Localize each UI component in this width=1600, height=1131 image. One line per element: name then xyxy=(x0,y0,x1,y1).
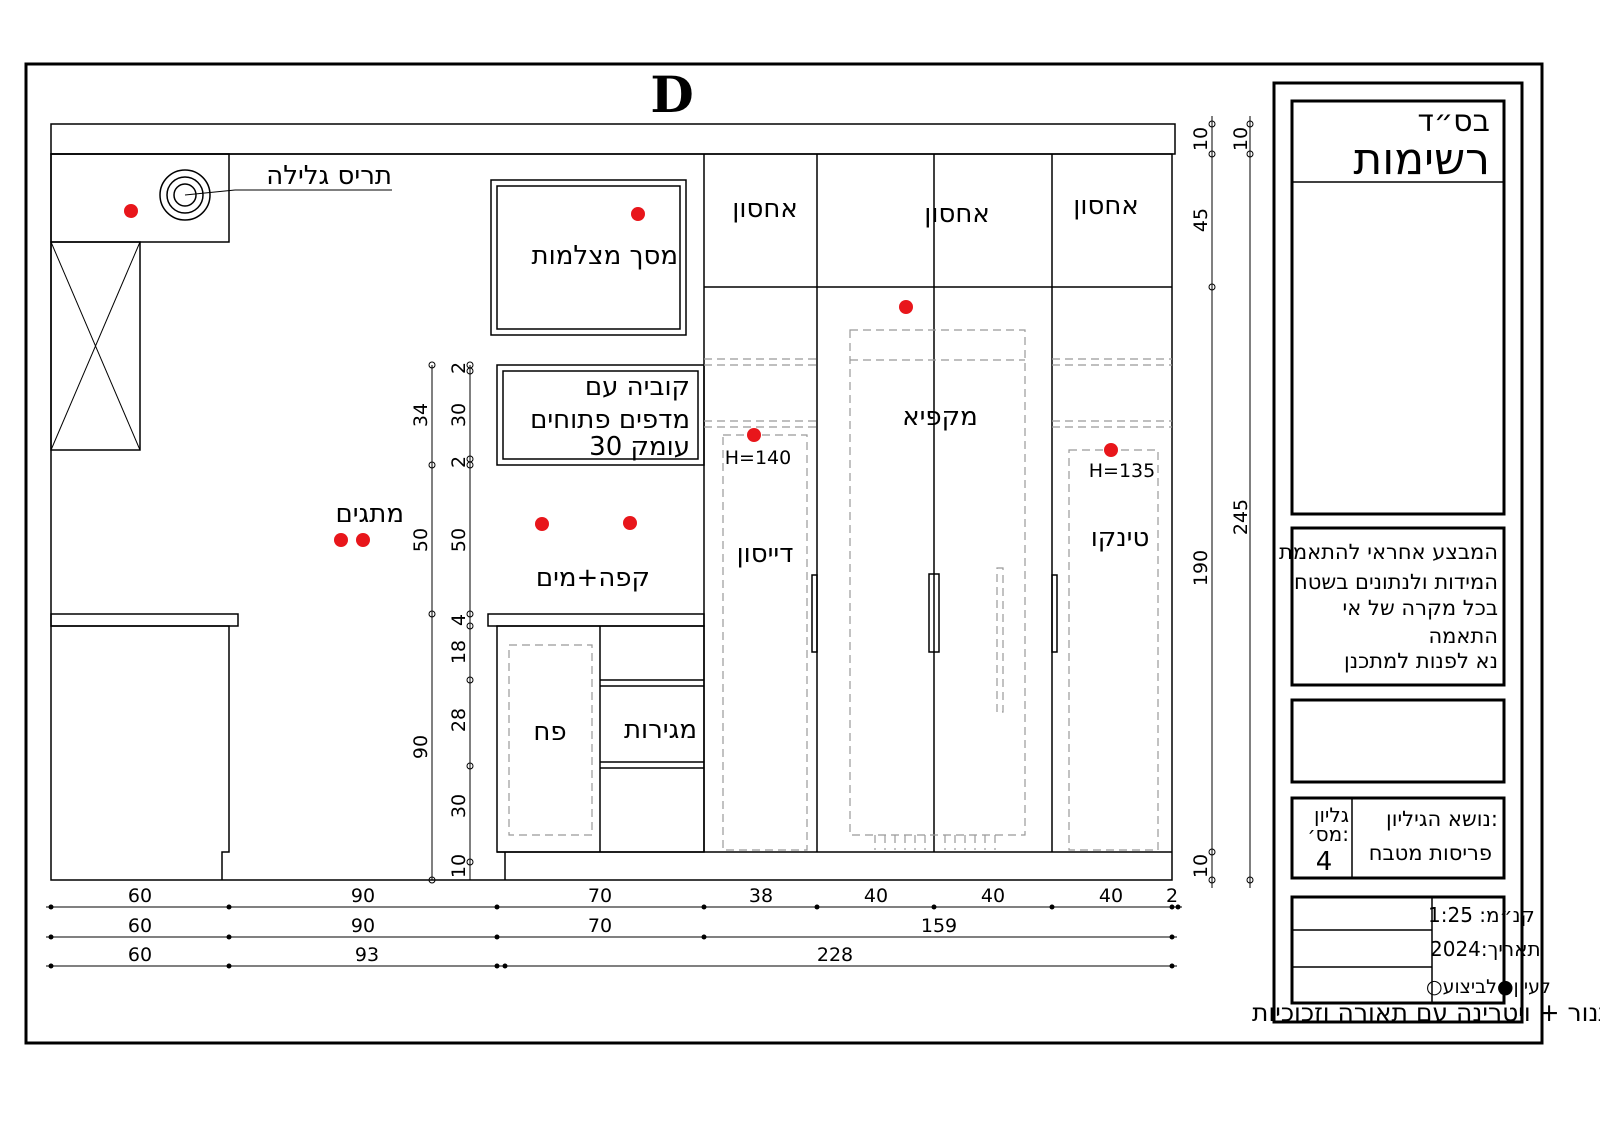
counter xyxy=(487,613,705,627)
h135-label: H=135 xyxy=(1089,460,1155,482)
sheet-subject: פריסות מטבח xyxy=(1369,841,1492,865)
marker-dot xyxy=(535,517,549,531)
storage-label: אחסון xyxy=(1073,191,1138,221)
dim-label: 90 xyxy=(410,735,432,759)
logo-box xyxy=(1290,698,1506,784)
handle xyxy=(811,574,818,653)
dim-label: 45 xyxy=(1190,208,1212,232)
switches-label: מתגים xyxy=(335,499,404,529)
dim-label: 159 xyxy=(921,915,957,937)
disclaimer-line: התאמה xyxy=(1428,624,1498,648)
disclaimer-line: נא לפנות למתכנן xyxy=(1344,649,1498,673)
dim-label: 70 xyxy=(588,915,612,937)
dyson-space xyxy=(722,434,808,851)
left-counter xyxy=(50,613,239,627)
marker-dot xyxy=(631,207,645,221)
sheet-no-label: גליון xyxy=(1314,803,1349,827)
dim-label: 28 xyxy=(448,708,470,732)
dim-label: 2 xyxy=(448,362,470,374)
disclaimer-line: המבצע אחראי להתאמת xyxy=(1279,540,1498,564)
trash-bin xyxy=(508,644,593,836)
dim-label: 60 xyxy=(128,944,152,966)
marker-dot xyxy=(1104,443,1118,457)
dim-label: 10 xyxy=(448,854,470,878)
marker-dot xyxy=(124,204,138,218)
dim-label: 50 xyxy=(410,528,432,552)
dimensions: 34 50 90 2 30 2 50 4 18 28 30 10 10 45 1… xyxy=(46,116,1254,969)
dyson-label: דייסון xyxy=(737,539,794,569)
marker-dot xyxy=(356,533,370,547)
elevation-title: D xyxy=(650,65,693,124)
dim-label: 30 xyxy=(448,403,470,427)
marker-dot xyxy=(623,516,637,530)
freezer-label: מקפיא xyxy=(902,402,978,432)
handle xyxy=(996,567,1004,713)
roller-blind-icon xyxy=(159,169,211,221)
ceiling xyxy=(50,123,1176,155)
dim-label: 190 xyxy=(1190,550,1212,586)
dim-label: 38 xyxy=(749,885,773,907)
storage-label: אחסון xyxy=(924,199,989,229)
dim-label: 60 xyxy=(128,885,152,907)
printer-cube-label-3: עומק 30 xyxy=(589,432,690,462)
h140-label: H=140 xyxy=(725,447,791,469)
dim-label: 2 xyxy=(1166,885,1178,907)
dim-label: 228 xyxy=(817,944,853,966)
dim-label: 245 xyxy=(1230,499,1252,535)
dim-label: 40 xyxy=(981,885,1005,907)
dim-label: 18 xyxy=(448,640,470,664)
notes-title: רשימות xyxy=(1353,134,1490,185)
elevation: תריס גלילה מסך מצלמות קוביה עם מדפים פתו… xyxy=(50,123,1176,881)
dim-label: 40 xyxy=(864,885,888,907)
dim-label: 50 xyxy=(448,528,470,552)
roller-blind-label: תריס גלילה xyxy=(266,161,392,191)
coffee-water-label: קפה+מים xyxy=(536,563,650,593)
wall-frame xyxy=(50,153,1173,881)
camera-screen xyxy=(496,185,681,330)
status-label: לעיון●לביצוע○ xyxy=(1426,976,1551,998)
fridge-outline xyxy=(849,329,1026,836)
dim-label: 60 xyxy=(128,915,152,937)
sheet-subject-label: נושא הגיליון: xyxy=(1386,807,1498,831)
disclaimer-line: המידות ולנתונים בשטח xyxy=(1294,570,1498,594)
date-label: תאריך:2024 xyxy=(1430,937,1541,961)
dim-label: 10 xyxy=(1190,854,1212,878)
dim-label: 70 xyxy=(588,885,612,907)
dim-label: 10 xyxy=(1190,127,1212,151)
printer-cube xyxy=(502,370,699,460)
sheet-border xyxy=(24,62,1544,1045)
dim-label: 30 xyxy=(448,794,470,818)
dim-label: 34 xyxy=(410,403,432,427)
marker-dot xyxy=(334,533,348,547)
scale-label: קנ״מ: 1:25 xyxy=(1428,903,1535,927)
dim-label: 90 xyxy=(351,885,375,907)
printer-cube-label-1: קוביה עם xyxy=(585,372,690,402)
camera-screen-label: מסך מצלמות xyxy=(532,241,678,271)
sheet-number: 4 xyxy=(1316,847,1333,877)
handle xyxy=(1051,574,1058,653)
dim-label: 10 xyxy=(1230,127,1252,151)
tinko-label: טינקו xyxy=(1091,523,1150,553)
sheet-no-label: מס׳: xyxy=(1307,822,1349,846)
handle xyxy=(928,573,940,653)
printer-cube-label-2: מדפים פתוחים xyxy=(530,405,690,435)
bsd-label: בס״ד xyxy=(1417,104,1490,139)
left-cabinet xyxy=(51,625,230,880)
storage-label: אחסון xyxy=(732,194,797,224)
window xyxy=(50,241,141,451)
dim-label: 90 xyxy=(351,915,375,937)
disclaimer-line: בכל מקרה של אי xyxy=(1343,596,1499,620)
drawers-label: מגירות xyxy=(624,715,697,745)
trash-label: פח xyxy=(533,717,566,747)
marker-dot xyxy=(747,428,761,442)
tinko-space xyxy=(1068,449,1159,851)
marker-dot xyxy=(899,300,913,314)
dim-label: 2 xyxy=(448,456,470,468)
dim-label: 4 xyxy=(448,614,470,626)
dim-label: 93 xyxy=(355,944,379,966)
dim-label: 40 xyxy=(1099,885,1123,907)
title-block: בס״ד רשימות המבצע אחראי להתאמת המידות ול… xyxy=(1272,81,1551,1024)
